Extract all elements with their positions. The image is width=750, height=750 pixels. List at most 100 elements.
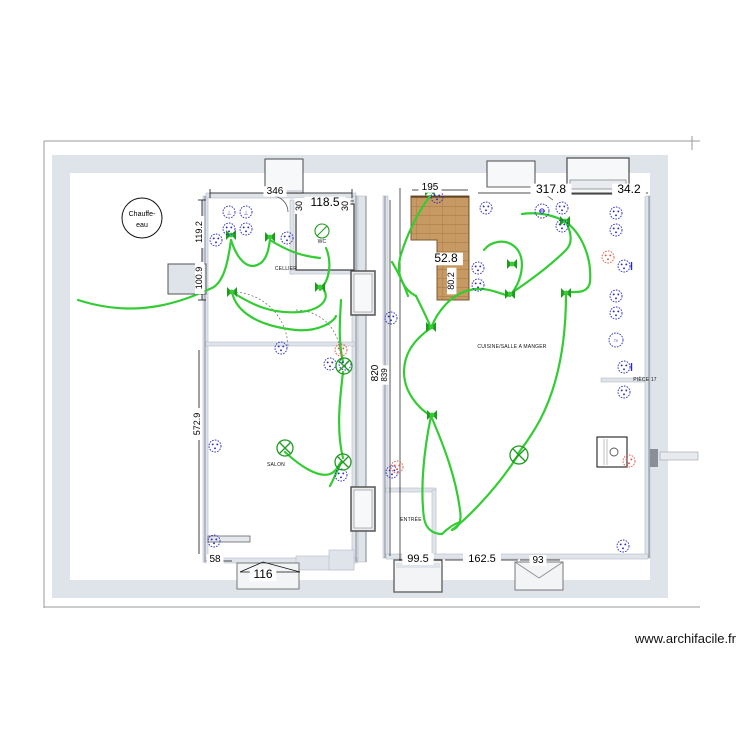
outlet-pin <box>286 239 288 242</box>
outlet-ring <box>209 233 223 247</box>
outlet-pin <box>217 237 220 240</box>
door-swing-cellier-low <box>231 291 341 355</box>
dimension-text: 119.2 <box>194 221 204 243</box>
outlet-pin <box>479 265 482 268</box>
registration-marks <box>43 136 700 608</box>
outlet-pin <box>326 361 329 364</box>
outlet-ring <box>390 460 404 474</box>
dimension-bg <box>206 554 224 565</box>
outlet-pin <box>620 263 623 266</box>
outlet-blue-fixture <box>534 203 550 219</box>
outlet-ring <box>222 222 236 236</box>
dimension-text: 34.2 <box>617 182 641 196</box>
outlet-ring <box>609 306 623 320</box>
outlet-pin <box>615 297 617 300</box>
dimension-d-93: 93 <box>529 555 547 566</box>
outlet-ring <box>471 261 485 275</box>
counter-piece17 <box>600 377 646 383</box>
dimension-d-528: 52.8 <box>429 251 463 266</box>
outlet-blue-socket <box>609 306 623 320</box>
outlet-ring <box>338 357 352 371</box>
ceiling-light <box>509 445 529 465</box>
outlet-pin <box>615 231 617 234</box>
outlet-pin <box>340 351 342 354</box>
outlet-ring <box>555 219 569 233</box>
switch-glyph: ⊥ <box>227 209 232 216</box>
outlet-pin <box>391 473 393 476</box>
outlet-red <box>390 460 404 474</box>
outlet-pin <box>342 347 345 350</box>
outlet-ring <box>555 201 569 215</box>
outlet-pin <box>620 389 623 392</box>
outlet-ring <box>222 205 236 219</box>
outlet-pin <box>625 389 628 392</box>
outlet-pin <box>433 194 436 197</box>
outlet-pin <box>337 347 340 350</box>
dimension-d-346: 346 <box>263 186 287 197</box>
light-cross <box>512 448 526 462</box>
outlet-pin <box>622 547 624 550</box>
outlet-pin <box>215 538 218 541</box>
outlet-pin <box>210 538 213 541</box>
dimension-bg <box>402 553 434 565</box>
outlet-ring <box>208 439 222 453</box>
outlet-blue-special <box>617 360 633 374</box>
outlet-pin <box>604 254 607 257</box>
outlet-pin <box>213 542 215 545</box>
outlet-pin <box>623 368 625 371</box>
dimension-bg <box>530 183 572 197</box>
outlet-ring <box>609 223 623 237</box>
openings <box>167 157 699 593</box>
outlet-blue-switch: ⊥ <box>239 205 253 219</box>
outlet-pin <box>607 258 609 261</box>
outlet-ring <box>430 190 444 204</box>
outlet-pin <box>482 205 485 208</box>
outlet-blue-socket <box>609 206 623 220</box>
fixture-core <box>539 208 545 214</box>
outlet-pin <box>390 319 392 322</box>
outlet-ring <box>334 468 348 482</box>
dimension-bg <box>249 568 277 582</box>
wire-junction <box>227 287 237 297</box>
outlet-pin <box>228 230 230 233</box>
outlet-pin <box>612 227 615 230</box>
dimension-bg <box>429 252 463 266</box>
room-label-salon: SALON <box>267 462 285 468</box>
outlet-pin <box>563 223 566 226</box>
junction-core <box>429 412 435 418</box>
ceiling-light <box>276 439 294 457</box>
switch-glyph: ⊥ <box>244 209 249 216</box>
outlet-blue-socket <box>471 261 485 275</box>
dimension-d-30b: 30 <box>340 198 351 214</box>
outlet-blue-socket <box>274 341 288 355</box>
dimension-bg <box>370 361 381 385</box>
outlet-blue-socket <box>207 534 221 548</box>
outlet-pin <box>230 226 233 229</box>
wire-junction <box>427 410 437 420</box>
outlet-pin <box>630 458 633 461</box>
outlet-pin <box>617 293 620 296</box>
dimension-text: 317.8 <box>536 182 566 196</box>
door-right-wall <box>650 449 699 467</box>
dimension-text: 820 <box>370 364 381 381</box>
site-credit: www.archifacile.fr <box>634 631 736 646</box>
outlet-pin <box>387 315 390 318</box>
outlet-blue-socket <box>208 439 222 453</box>
outlet-pin <box>558 223 561 226</box>
room-label-piece17: PIÈCE 17 <box>633 376 657 383</box>
outlet-pin <box>474 282 477 285</box>
outlet-pin <box>398 464 401 467</box>
outlet-pin <box>329 365 331 368</box>
outlet-ring <box>280 231 294 245</box>
junction-core <box>509 261 515 267</box>
outlet-blue-socket <box>609 223 623 237</box>
wire-junction <box>507 259 517 269</box>
ceiling-light <box>335 357 353 375</box>
outlet-ring <box>479 201 493 215</box>
outlet-pin <box>396 468 398 471</box>
outlet-pin <box>214 447 216 450</box>
dimension-bg <box>418 182 442 193</box>
dimension-d-5729: 572.9 <box>192 408 203 440</box>
